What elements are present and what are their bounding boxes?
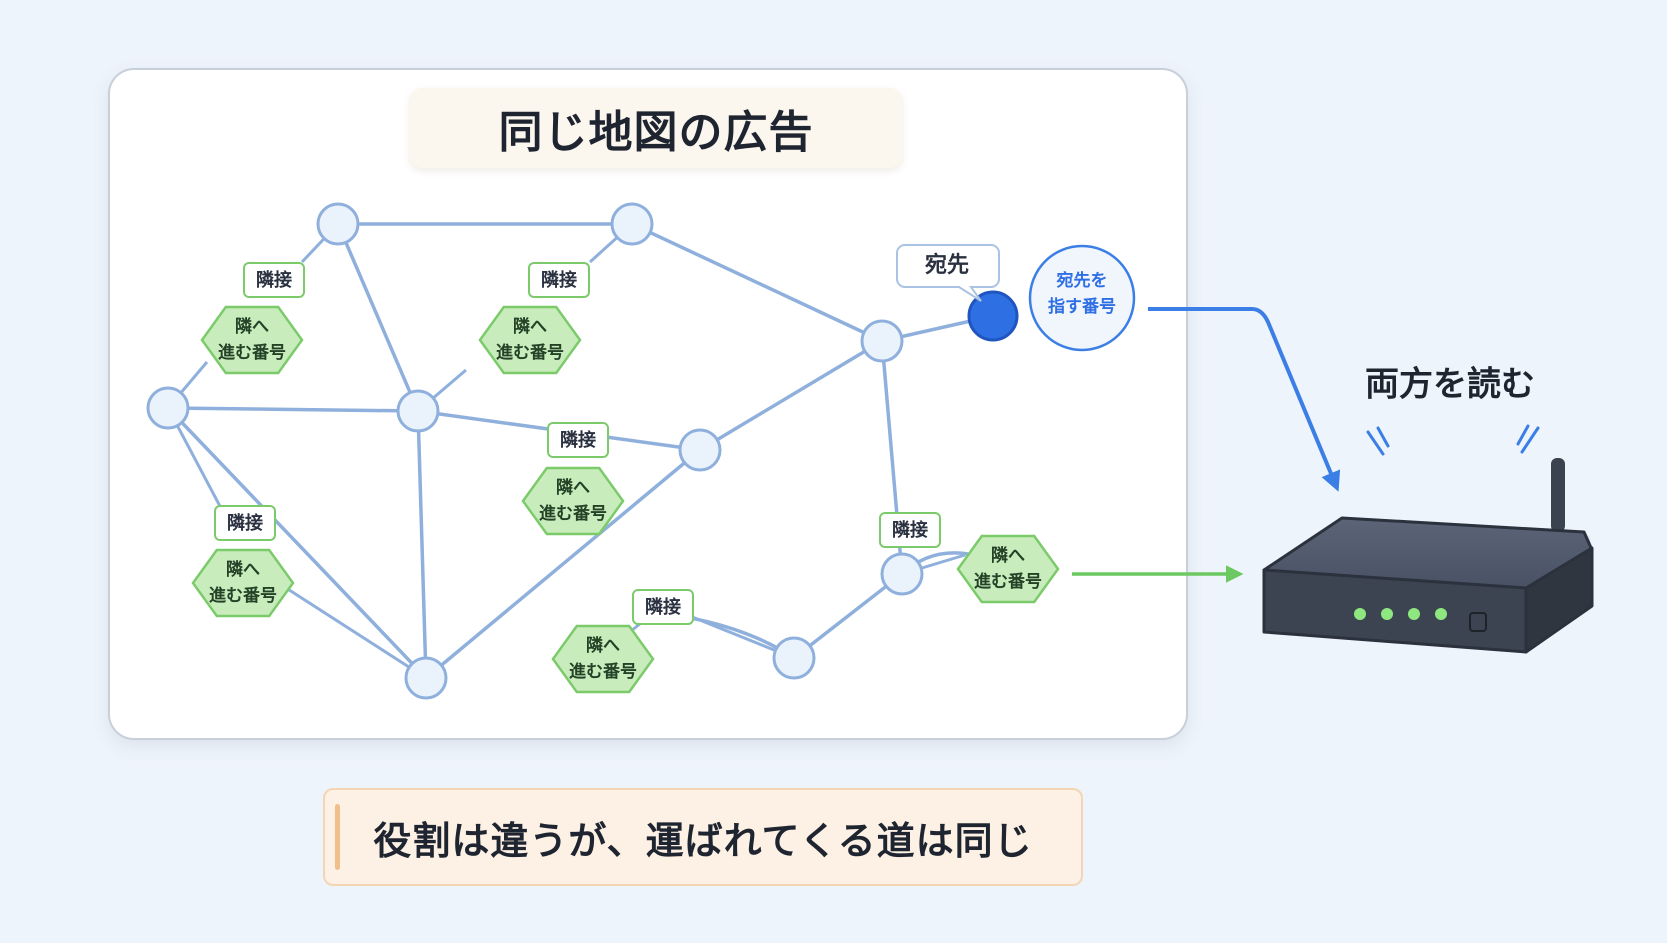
adjacency-tag [547, 422, 609, 458]
adjacency-tag [632, 589, 694, 625]
adjacency-tag-label: 隣接 [645, 596, 681, 618]
adjacency-tag-label: 隣接 [256, 269, 292, 291]
network-node [678, 428, 722, 472]
network-node [610, 202, 654, 246]
caption-text: 役割は違うが、運ばれてくる道は同じ [373, 818, 1033, 863]
network-node [772, 636, 816, 680]
network-edge [167, 406, 419, 413]
badge-line1: 隣へ [556, 477, 590, 498]
caption-box: 役割は違うが、運ばれてくる道は同じ [323, 788, 1083, 886]
adjacency-tag [528, 262, 590, 298]
connector-line [282, 584, 427, 680]
adjacency-badge [521, 466, 625, 536]
adjacency-tag [879, 512, 941, 548]
adjacency-badge [478, 305, 582, 375]
title-box: 同じ地図の広告 [410, 88, 902, 168]
adjacency-badge [191, 548, 295, 618]
adjacency-tag [214, 505, 276, 541]
network-node [404, 656, 448, 700]
blue-arrow [1148, 307, 1341, 492]
destination-node [967, 290, 1019, 342]
network-node [316, 202, 360, 246]
badge-line2: 進む番号 [209, 586, 277, 606]
adjacency-tag [243, 262, 305, 298]
badge-line1: 隣へ [235, 316, 269, 337]
destination-bubble-line2: 指す番号 [1048, 296, 1116, 317]
badge-line2: 進む番号 [974, 572, 1042, 592]
page-title: 同じ地図の広告 [498, 107, 814, 158]
signal-waves-icon [1366, 424, 1540, 456]
badge-line2: 進む番号 [539, 504, 607, 524]
network-edge [166, 406, 428, 680]
network-edge [631, 222, 883, 343]
badge-line2: 進む番号 [569, 662, 637, 682]
network-edge [336, 223, 420, 412]
adjacency-tag-label: 隣接 [227, 512, 263, 534]
adjacency-badge [551, 624, 655, 694]
badge-line2: 進む番号 [218, 343, 286, 363]
caption-accent-bar [335, 804, 340, 870]
badge-line1: 隣へ [586, 635, 620, 656]
destination-callout [896, 244, 1000, 302]
badge-line1: 隣へ [513, 316, 547, 337]
router-label: 両方を読む [1365, 365, 1535, 405]
network-node [146, 386, 190, 430]
destination-bubble-line1: 宛先を [1056, 270, 1108, 291]
network-edge [424, 448, 702, 680]
badge-line2: 進む番号 [496, 343, 564, 363]
router-icon [1262, 458, 1594, 654]
network-node [860, 319, 904, 363]
destination-label: 宛先 [924, 252, 969, 278]
network-node [396, 389, 440, 433]
destination-bubble [1028, 244, 1136, 352]
network-map-panel [108, 68, 1188, 740]
badge-line1: 隣へ [991, 545, 1025, 566]
adjacency-tag-label: 隣接 [892, 519, 928, 541]
adjacency-tag-label: 隣接 [541, 269, 577, 291]
adjacency-badge [200, 305, 304, 375]
network-edge [699, 339, 883, 452]
adjacency-badge [956, 534, 1060, 604]
network-node [880, 552, 924, 596]
adjacency-tag-label: 隣接 [560, 429, 596, 451]
network-edge [416, 410, 428, 679]
badge-line1: 隣へ [226, 559, 260, 580]
network-edge [792, 572, 904, 660]
